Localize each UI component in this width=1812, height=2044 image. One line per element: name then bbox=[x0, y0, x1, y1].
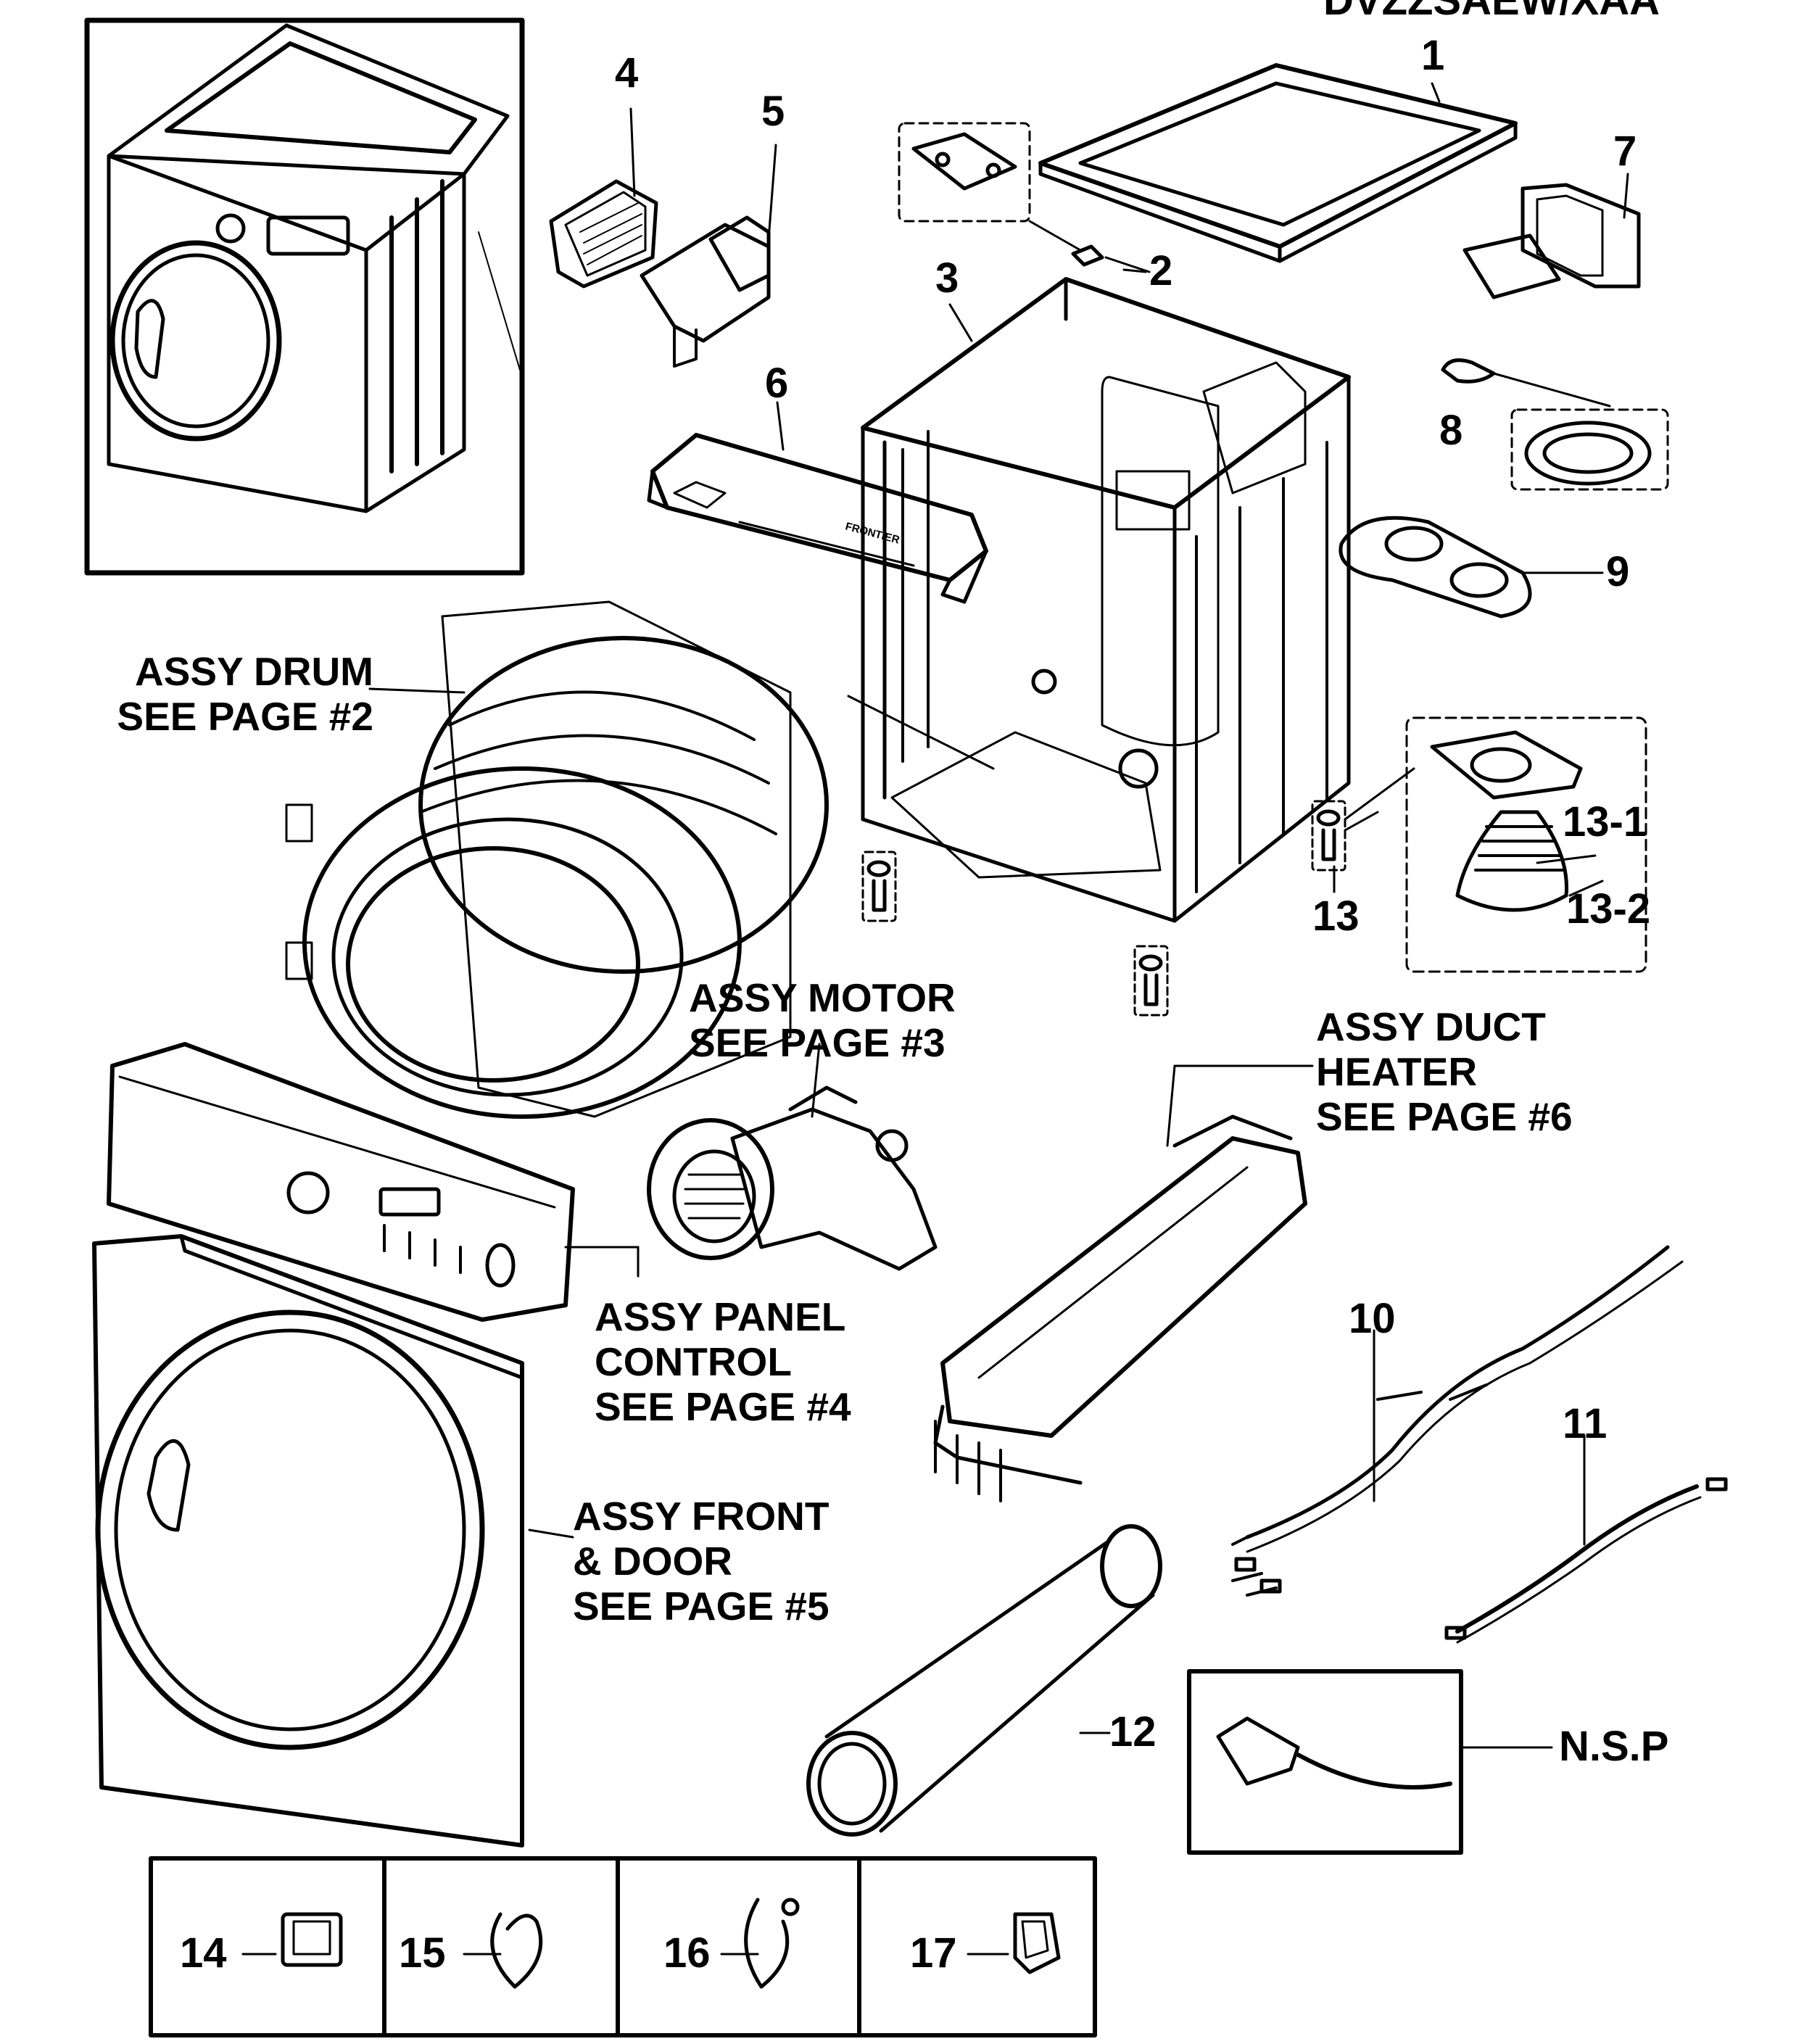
assy-front-title: ASSY FRONT bbox=[573, 1494, 830, 1539]
part-label-7: 7 bbox=[1613, 128, 1637, 175]
part-label-9: 9 bbox=[1606, 548, 1630, 595]
assy-front-door-label: ASSY FRONT & DOOR SEE PAGE #5 bbox=[573, 1494, 830, 1629]
part-10-wire-harness bbox=[1231, 1245, 1684, 1597]
part-5-bracket bbox=[640, 215, 771, 368]
part-label-6: 6 bbox=[765, 360, 789, 407]
part-11-cable bbox=[1444, 1477, 1728, 1644]
part-1-top-cover bbox=[1038, 63, 1518, 263]
assy-drum-page: SEE PAGE #2 bbox=[117, 694, 373, 739]
assy-front-page: SEE PAGE #5 bbox=[573, 1584, 830, 1629]
part-9-duct-cover bbox=[1339, 516, 1532, 618]
part-label-3: 3 bbox=[935, 255, 959, 302]
part-label-14: 14 bbox=[180, 1929, 227, 1977]
part-label-16: 16 bbox=[663, 1929, 711, 1977]
clip-parts-table bbox=[149, 1856, 1097, 2037]
part-3-cabinet bbox=[847, 277, 1351, 923]
assy-panel-page: SEE PAGE #4 bbox=[595, 1384, 851, 1429]
part-label-11: 11 bbox=[1563, 1400, 1608, 1447]
assy-panel-subtitle: CONTROL bbox=[595, 1339, 792, 1384]
assy-front-door-drawing bbox=[92, 1234, 524, 1848]
assy-drum-title: ASSY DRUM bbox=[134, 649, 373, 694]
assy-motor-title: ASSY MOTOR bbox=[689, 975, 956, 1020]
assy-motor-drawing bbox=[647, 1085, 938, 1271]
frontier-logo: FRONTIER bbox=[844, 520, 901, 546]
assy-duct-heater-drawing bbox=[933, 1114, 1307, 1502]
assy-motor-page: SEE PAGE #3 bbox=[689, 1020, 946, 1065]
nsp-power-cord-box bbox=[1187, 1669, 1463, 1855]
part-label-15: 15 bbox=[399, 1929, 446, 1977]
part-label-4: 4 bbox=[615, 49, 639, 96]
assy-drum-drawing bbox=[285, 600, 829, 1119]
part-label-8: 8 bbox=[1439, 407, 1463, 454]
part-8-gasket bbox=[1441, 358, 1669, 491]
part-label-5: 5 bbox=[761, 88, 785, 135]
assy-panel-title: ASSY PANEL bbox=[595, 1294, 846, 1339]
part-label-13-1: 13-1 bbox=[1563, 798, 1647, 845]
assy-motor-label: ASSY MOTOR SEE PAGE #3 bbox=[689, 975, 956, 1065]
part-7-filter-housing bbox=[1463, 183, 1641, 299]
assy-drum-label: ASSY DRUM SEE PAGE #2 bbox=[98, 649, 373, 739]
model-number-fragment: DVZZSAEW/XAA bbox=[1323, 0, 1660, 24]
overview-dryer-inset bbox=[84, 17, 525, 576]
part-label-12: 12 bbox=[1109, 1708, 1157, 1755]
part-label-13: 13 bbox=[1312, 893, 1360, 940]
part-label-2: 2 bbox=[1149, 247, 1173, 294]
part-label-10: 10 bbox=[1349, 1295, 1396, 1342]
assy-front-subtitle: & DOOR bbox=[573, 1539, 732, 1584]
assy-duct-page: SEE PAGE #6 bbox=[1316, 1094, 1573, 1139]
part-label-17: 17 bbox=[910, 1929, 957, 1977]
part-label-1: 1 bbox=[1421, 32, 1445, 79]
assy-duct-heater-label: ASSY DUCT HEATER SEE PAGE #6 bbox=[1316, 1004, 1573, 1139]
assy-duct-title: ASSY DUCT bbox=[1316, 1004, 1546, 1049]
assy-duct-subtitle: HEATER bbox=[1316, 1049, 1478, 1094]
leader-lines bbox=[241, 82, 1629, 1956]
assy-panel-control-drawing bbox=[107, 1042, 575, 1322]
part-6-front-panel-support bbox=[647, 433, 988, 604]
part-label-nsp: N.S.P bbox=[1559, 1723, 1669, 1770]
part-13-feet bbox=[861, 716, 1647, 1017]
part-2-hinge-bracket bbox=[898, 122, 1151, 273]
part-4-lint-filter bbox=[549, 179, 658, 289]
part-label-13-2: 13-2 bbox=[1566, 885, 1651, 932]
assy-panel-control-label: ASSY PANEL CONTROL SEE PAGE #4 bbox=[595, 1294, 851, 1429]
part-12-exhaust-duct bbox=[806, 1524, 1162, 1837]
